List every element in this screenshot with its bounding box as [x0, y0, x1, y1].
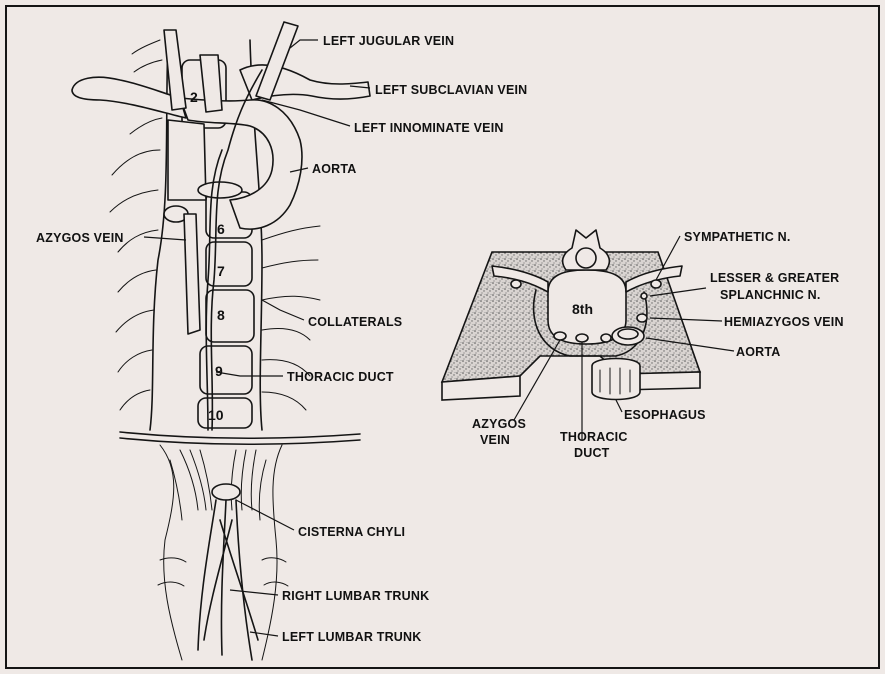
lumbar-trunks — [198, 500, 258, 660]
label-right-lumbar-trunk: RIGHT LUMBAR TRUNK — [282, 589, 429, 603]
azygos-vein-trunk — [184, 214, 200, 334]
label-left-innominate-vein: LEFT INNOMINATE VEIN — [354, 121, 504, 135]
azygos-vein-section — [554, 332, 566, 340]
label-azygos-line1: AZYGOS — [472, 417, 526, 431]
splanchnic-nerve-dot — [641, 293, 647, 299]
label-left-subclavian-vein: LEFT SUBCLAVIAN VEIN — [375, 83, 527, 97]
spinal-cord — [576, 248, 596, 268]
cross-section-drawing: 8th — [442, 230, 700, 400]
vertebra-number-8: 8 — [217, 307, 225, 323]
label-splanchnic-line1: LESSER & GREATER — [710, 271, 839, 285]
label-cisterna-chyli: CISTERNA CHYLI — [298, 525, 405, 539]
aorta-cut-end — [198, 182, 242, 198]
cisterna-chyli-shape — [212, 484, 240, 500]
label-aorta-section: AORTA — [736, 345, 781, 359]
vertebra-number-2: 2 — [190, 89, 198, 105]
label-sympathetic-n: SYMPATHETIC N. — [684, 230, 791, 244]
vertebra-number-10: 10 — [208, 407, 224, 423]
right-sympathetic-ganglion — [651, 280, 661, 288]
crus-left — [160, 445, 182, 660]
label-thoracic-line1: THORACIC — [560, 430, 628, 444]
vertebra-label-8th: 8th — [572, 301, 593, 317]
vertebra-number-7: 7 — [217, 263, 225, 279]
thoracic-duct-section — [576, 334, 588, 342]
label-collaterals: COLLATERALS — [308, 315, 402, 329]
left-sympathetic-ganglion — [511, 280, 521, 288]
label-left-lumbar-trunk: LEFT LUMBAR TRUNK — [282, 630, 422, 644]
label-aorta-left: AORTA — [312, 162, 357, 176]
vertebra-number-6: 6 — [217, 221, 225, 237]
label-splanchnic-line2: SPLANCHNIC N. — [720, 288, 821, 302]
small-vessel-section — [601, 334, 611, 342]
label-azygos-line2: VEIN — [480, 433, 510, 447]
label-azygos-vein-left: AZYGOS VEIN — [36, 231, 124, 245]
diaphragm-upper — [120, 432, 360, 438]
label-thoracic-duct-left: THORACIC DUCT — [287, 370, 394, 384]
label-hemiazygos-vein: HEMIAZYGOS VEIN — [724, 315, 844, 329]
crus-right — [262, 445, 282, 660]
label-thoracic-line2: DUCT — [574, 446, 610, 460]
label-left-jugular-vein: LEFT JUGULAR VEIN — [323, 34, 454, 48]
label-esophagus: ESOPHAGUS — [624, 408, 706, 422]
hemiazygos-section — [637, 314, 647, 322]
esophagus-section — [592, 359, 640, 400]
vertebra-number-9: 9 — [215, 363, 223, 379]
